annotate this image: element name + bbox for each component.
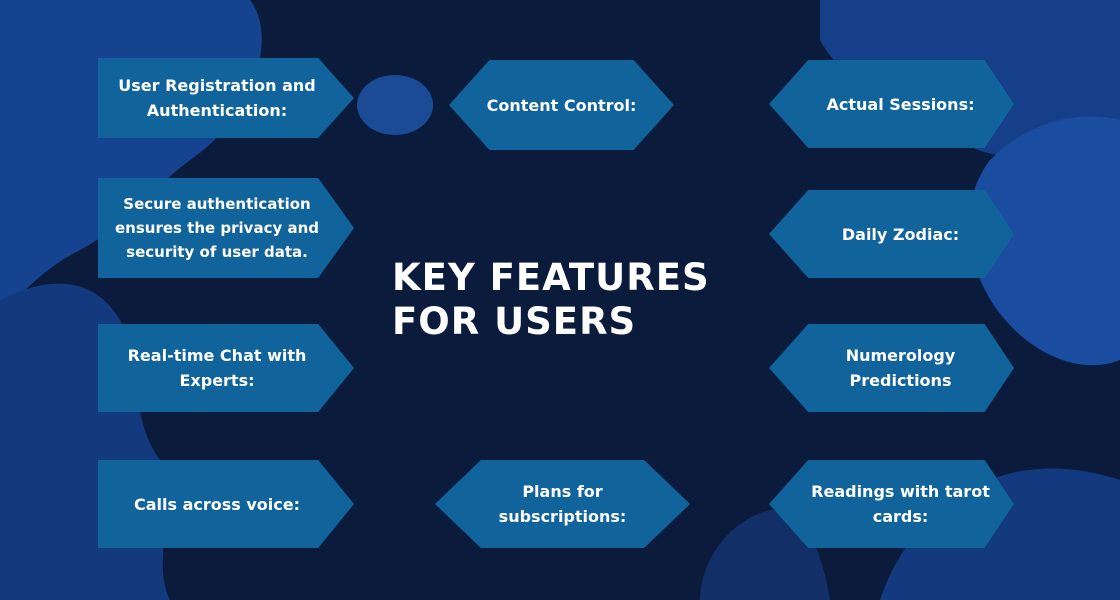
- bottom-right-blob: [880, 468, 1120, 600]
- feature-subscription-plans: Plans for subscriptions:: [435, 460, 690, 548]
- feature-label: Daily Zodiac:: [841, 224, 960, 244]
- feature-label: Numerology Predictions: [845, 346, 956, 390]
- title-line-2: FOR USERS: [392, 300, 637, 343]
- page-title: KEY FEATURES FOR USERS: [392, 256, 772, 344]
- feature-user-registration: User Registration and Authentication:: [98, 58, 354, 138]
- small-circle: [357, 75, 433, 135]
- feature-label: Real-time Chat with Experts:: [127, 346, 307, 390]
- feature-label: Readings with tarot cards:: [811, 482, 990, 526]
- feature-label: Calls across voice:: [133, 494, 301, 514]
- feature-tarot: Readings with tarot cards:: [769, 460, 1014, 548]
- feature-secure-auth: Secure authentication ensures the privac…: [98, 178, 354, 278]
- feature-label: Actual Sessions:: [826, 94, 975, 114]
- feature-label: Plans for subscriptions:: [498, 482, 627, 526]
- feature-voice-calls: Calls across voice:: [98, 460, 354, 548]
- feature-actual-sessions: Actual Sessions:: [769, 60, 1014, 148]
- right-blob: [968, 116, 1120, 366]
- feature-realtime-chat: Real-time Chat with Experts:: [98, 324, 354, 412]
- feature-label: Secure authentication ensures the privac…: [114, 195, 320, 261]
- feature-numerology: Numerology Predictions: [769, 324, 1014, 412]
- feature-content-control: Content Control:: [449, 60, 674, 150]
- feature-label: Content Control:: [486, 95, 637, 115]
- feature-label: User Registration and Authentication:: [118, 76, 316, 120]
- feature-daily-zodiac: Daily Zodiac:: [769, 190, 1014, 278]
- title-line-1: KEY FEATURES: [392, 256, 710, 299]
